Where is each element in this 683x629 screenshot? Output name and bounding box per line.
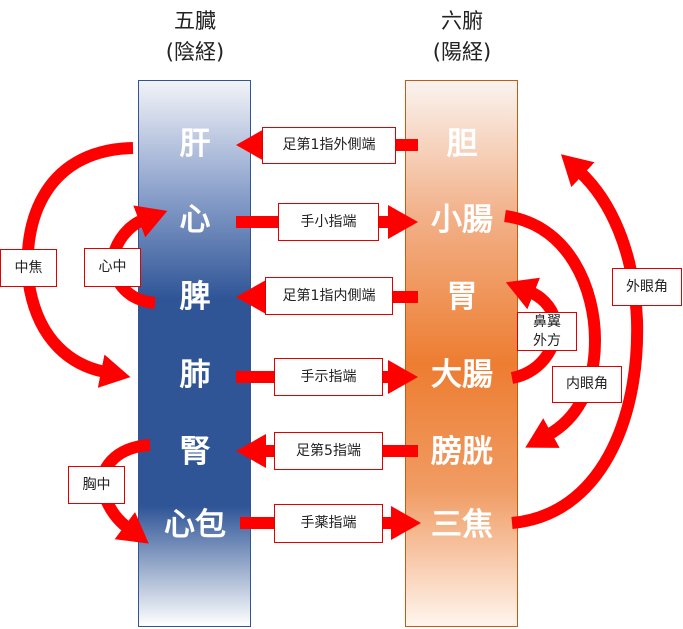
connector-label: 手示指端 xyxy=(274,358,383,396)
organ-pericardium: 心包 xyxy=(164,507,226,543)
yin-subtitle: (陰経) xyxy=(165,40,225,64)
yin-column xyxy=(138,80,251,627)
fu-title: 六腑 xyxy=(441,9,483,33)
label-kyochu: 胸中 xyxy=(68,466,125,504)
arrow-gaiganakaku xyxy=(511,154,644,529)
connector-label: 手薬指端 xyxy=(274,504,383,543)
organ-spleen: 脾 xyxy=(179,279,211,315)
connector-label: 足第1指内側端 xyxy=(265,277,393,315)
label-biyoku: 鼻翼外方 xyxy=(517,312,577,351)
yang-subtitle: (陽経) xyxy=(432,40,492,64)
yang-column xyxy=(405,80,518,627)
connector-label: 足第1指外側端 xyxy=(262,127,396,164)
label-gaiganakaku: 外眼角 xyxy=(612,268,682,306)
organ-liver: 肝 xyxy=(179,126,211,162)
zang-title: 五臓 xyxy=(174,9,216,33)
label-naiganakaku: 内眼角 xyxy=(552,366,622,403)
organ-kidney: 腎 xyxy=(179,434,211,470)
organ-large-intestine: 大腸 xyxy=(431,357,493,393)
connector-label: 手小指端 xyxy=(278,203,379,241)
label-shinchu: 心中 xyxy=(84,248,141,287)
organ-lung: 肺 xyxy=(179,357,211,393)
organ-small-intestine: 小腸 xyxy=(431,202,493,238)
connector-label: 足第5指端 xyxy=(274,432,383,470)
zang-header: 五臓 (陰経) xyxy=(125,6,265,68)
organ-gallbladder: 胆 xyxy=(446,126,478,162)
organ-triple-burner: 三焦 xyxy=(431,507,493,543)
fu-header: 六腑 (陽経) xyxy=(392,6,532,68)
arrow-naiganakaku xyxy=(503,210,602,448)
label-chusho: 中焦 xyxy=(0,249,57,287)
organ-bladder: 膀胱 xyxy=(431,434,493,470)
organ-stomach: 胃 xyxy=(446,279,478,315)
organ-heart: 心 xyxy=(179,202,211,238)
